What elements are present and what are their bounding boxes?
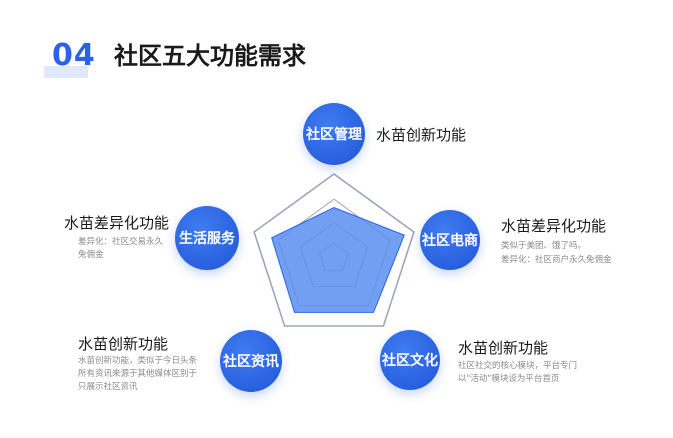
desc-culture-2: 以"活动"模块设为平台首页 [458,374,560,384]
desc-news-1: 水苗创新功能，类似于今日头条 [78,356,198,366]
node-community-culture[interactable]: 社区文化 [380,330,440,390]
node-community-management[interactable]: 社区管理 [303,103,365,165]
node-title: 社区电商 [422,233,478,249]
node-title: 社区资讯 [223,354,279,370]
desc-ecommerce-1: 类似于美团、饿了吗。 [501,241,587,251]
node-title: 生活服务 [179,231,235,247]
page-title: 社区五大功能需求 [114,42,306,70]
radar-area [271,207,405,313]
node-life-services[interactable]: 生活服务 [175,206,239,270]
desc-ecommerce-2: 差异化：社区商户永久免佣金 [501,255,612,265]
label-management: 水苗创新功能 [376,126,467,144]
desc-news-3: 只展示社区资讯 [78,382,138,392]
node-title: 社区文化 [382,353,438,369]
node-community-ecommerce[interactable]: 社区电商 [420,210,480,270]
section-number: 04 [52,38,96,73]
desc-life-2: 免佣金 [78,250,104,260]
desc-culture-1: 社区社交的核心模块，平台专门 [458,361,578,371]
node-title: 社区管理 [306,127,362,143]
radar-ring [253,173,415,327]
label-life: 水苗差异化功能 [64,214,170,232]
label-news: 水苗创新功能 [78,335,169,353]
desc-news-2: 所有资讯来源于其他媒体区别于 [78,369,198,379]
label-culture: 水苗创新功能 [458,339,549,357]
node-community-news[interactable]: 社区资讯 [220,330,282,392]
label-ecommerce: 水苗差异化功能 [501,217,607,235]
desc-life-1: 差异化：社区交易永久 [78,237,164,247]
